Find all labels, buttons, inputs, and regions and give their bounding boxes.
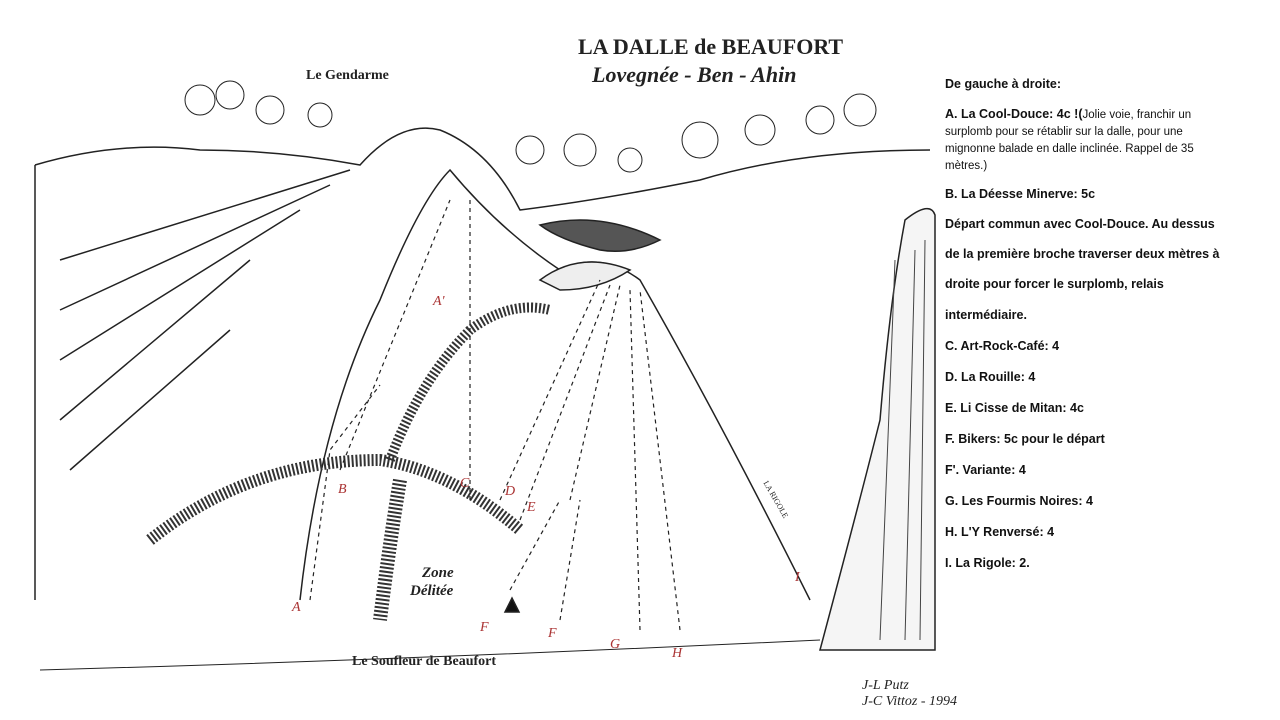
route-label-f2: F (548, 626, 557, 641)
label-zone: Zone (422, 565, 454, 581)
route-label-b: B (338, 482, 347, 497)
label-gendarme: Le Gendarme (306, 68, 389, 83)
crack-down (373, 478, 407, 621)
author-1: J-L Putz (862, 678, 909, 693)
legend-b-line: de la première broche traverser deux mèt… (945, 247, 1220, 261)
route-label-a: A (292, 600, 301, 615)
legend-heading: De gauche à droite: (945, 77, 1061, 91)
drawing-subtitle: Lovegnée - Ben - Ahin (592, 62, 797, 87)
legend-item-f: F. Bikers: 5c pour le départ (945, 432, 1105, 446)
crack-main (385, 302, 552, 462)
route-legend: De gauche à droite: A. La Cool-Douce: 4c… (945, 76, 1235, 571)
legend-item-g: G. Les Fourmis Noires: 4 (945, 494, 1093, 508)
route-label-a-prime: A' (433, 294, 445, 309)
legend-b-line: intermédiaire. (945, 308, 1027, 322)
legend-b-line: Départ commun avec Cool-Douce. Au dessus (945, 217, 1215, 231)
route-label-c: C (460, 476, 470, 491)
route-label-e: E (527, 500, 536, 515)
slab-outline (299, 168, 811, 601)
legend-item-b: B. La Déesse Minerve: 5c (945, 187, 1096, 201)
drawing-title: LA DALLE de BEAUFORT (578, 34, 844, 59)
left-slope (34, 165, 351, 600)
legend-b-line: droite pour forcer le surplomb, relais (945, 277, 1164, 291)
route-label-f: F (480, 620, 489, 635)
overhang (538, 261, 632, 291)
route-label-d: D (505, 484, 516, 499)
legend-item-e: E. Li Cisse de Mitan: 4c (945, 401, 1084, 415)
label-delitee: Délitée (410, 583, 454, 599)
legend-item-f-prime: F'. Variante: 4 (945, 463, 1026, 477)
ridge-line (34, 127, 931, 211)
crack-lower (146, 453, 524, 545)
ground (39, 639, 821, 671)
right-pillar (819, 207, 936, 651)
author-2: J-C Vittoz - 1994 (862, 694, 958, 709)
route-label-h: H (672, 646, 683, 661)
legend-item-d: D. La Rouille: 4 (945, 370, 1036, 384)
legend-item-i: I. La Rigole: 2. (945, 556, 1030, 570)
legend-item-h: H. L'Y Renversé: 4 (945, 525, 1055, 539)
route-label-g: G (610, 637, 621, 652)
topo-drawing (34, 80, 936, 671)
blowhole-icon (503, 596, 521, 613)
label-soufleur: Le Soufleur de Beaufort (352, 654, 497, 669)
cave (538, 219, 662, 252)
route-label-i: I (795, 570, 800, 585)
legend-item-a: A. La Cool-Douce: 4c !(Jolie voie, franc… (945, 107, 1194, 172)
legend-item-c: C. Art-Rock-Café: 4 (945, 339, 1060, 353)
